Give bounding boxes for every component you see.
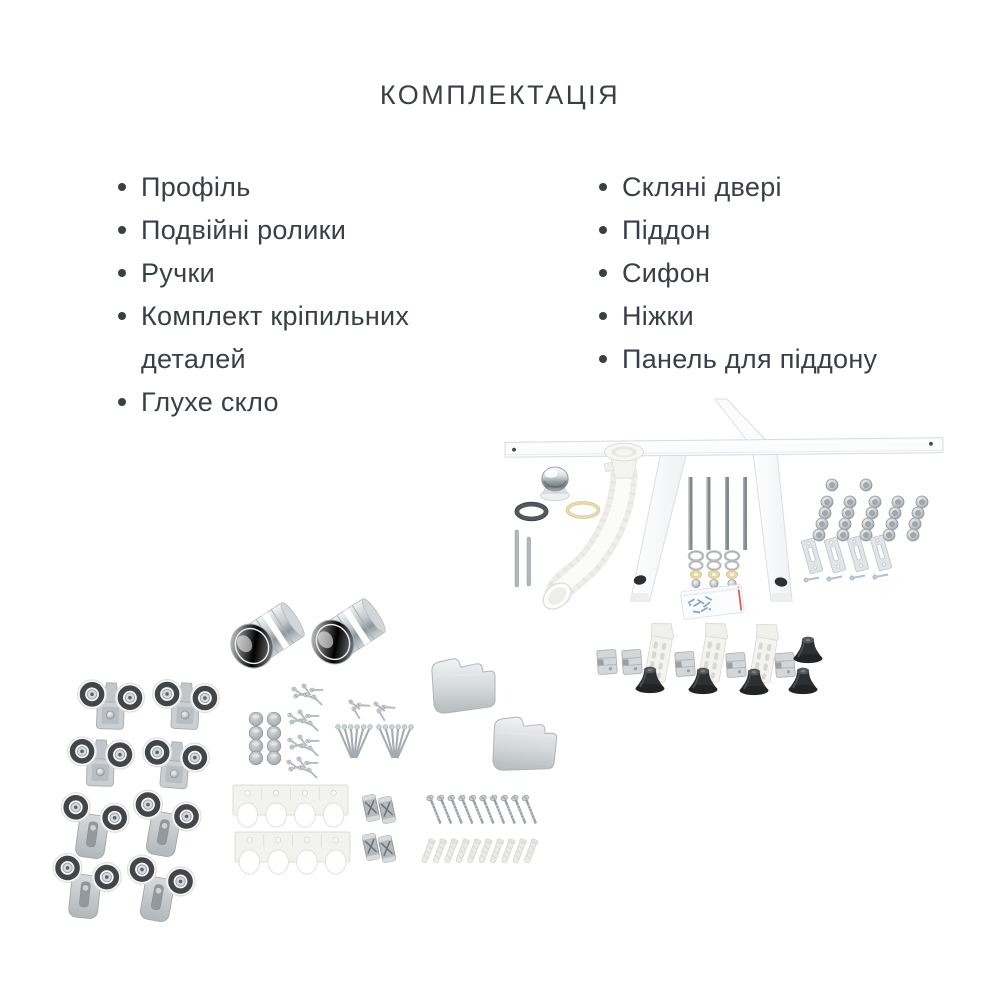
package-list-left: Профіль Подвійні ролики Ручки Комплект к…	[118, 166, 451, 424]
washer-nut-stacks	[687, 550, 741, 590]
package-list-right: Скляні двері Піддон Сифон Ніжки Панель д…	[599, 166, 967, 381]
threaded-rods	[688, 476, 748, 551]
door-knob	[230, 602, 305, 669]
list-item: Профіль	[118, 166, 451, 209]
list-item: Скляні двері	[599, 166, 967, 209]
metal-clamps	[361, 793, 397, 864]
flexible-siphon-hose	[542, 442, 644, 610]
list-item: Ручки	[118, 252, 451, 295]
slotted-brackets	[800, 534, 893, 584]
list-item: Сифон	[599, 252, 967, 295]
drain-cap	[540, 466, 570, 501]
wall-plugs-row	[419, 837, 539, 865]
list-item: Глухе скло	[118, 381, 451, 424]
adjustable-brackets	[641, 620, 782, 685]
long-screws-row	[424, 793, 538, 825]
beige-gasket	[565, 501, 601, 519]
rubber-gasket	[514, 501, 549, 522]
tray-frame-and-siphon-kit-photo	[504, 398, 944, 696]
wall-profile-strip	[232, 784, 349, 828]
page-title: КОМПЛЕКТАЦІЯ	[379, 80, 621, 110]
chrome-nuts-grid	[812, 478, 929, 542]
list-item: Ніжки	[599, 295, 967, 338]
door-hardware-kit-photo	[35, 598, 560, 965]
screw-fans	[334, 723, 415, 760]
list-item: Піддон	[599, 209, 967, 252]
screw-bag	[680, 584, 745, 620]
double-rollers	[48, 679, 220, 927]
metal-pins	[514, 529, 531, 588]
aluminium-corner-caps	[431, 658, 560, 777]
list-item: Комплект кріпильних деталей	[118, 295, 451, 381]
list-item: Подвійні ролики	[118, 209, 451, 252]
list-item: Панель для піддону	[599, 338, 967, 381]
screw-caps	[248, 711, 282, 766]
wall-profile-strip	[234, 831, 351, 875]
door-knob	[311, 598, 386, 665]
